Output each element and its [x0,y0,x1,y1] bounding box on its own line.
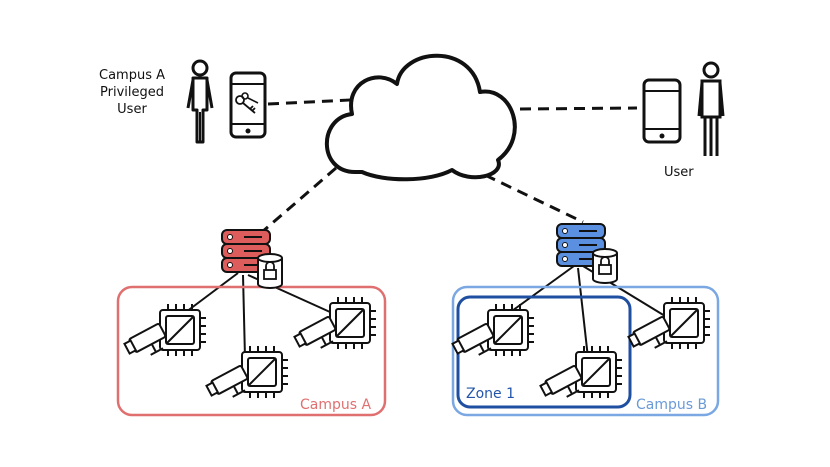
person-icon [186,59,214,144]
lan-links [177,265,666,359]
campus-a-boundary [116,285,387,417]
campus-b-label: Campus B [636,397,708,413]
camera-icon [204,345,289,407]
person-icon [697,61,725,156]
lock-icon [592,248,618,284]
phone-icon [642,78,682,144]
privileged-user-label: Campus A Privileged User [80,67,184,118]
connections [261,97,638,234]
camera-icon [292,296,377,358]
zone-1-label: Zone 1 [466,386,515,402]
lock-icon [257,253,283,289]
camera-icon [538,345,623,407]
link-cloud-user [519,106,638,111]
phone-key-icon [229,71,267,139]
camera-icon [122,303,207,365]
camera-icon [450,303,535,365]
camera-icon [626,296,711,358]
campus-b-boundary [451,285,720,417]
privileged-user-text: Campus A Privileged User [99,68,165,117]
user-label: User [664,165,694,180]
link-cloud-server-a [261,166,337,234]
campus-a-label: Campus A [300,397,372,413]
link-cloud-server-b [484,173,584,224]
cloud-icon [324,53,517,182]
